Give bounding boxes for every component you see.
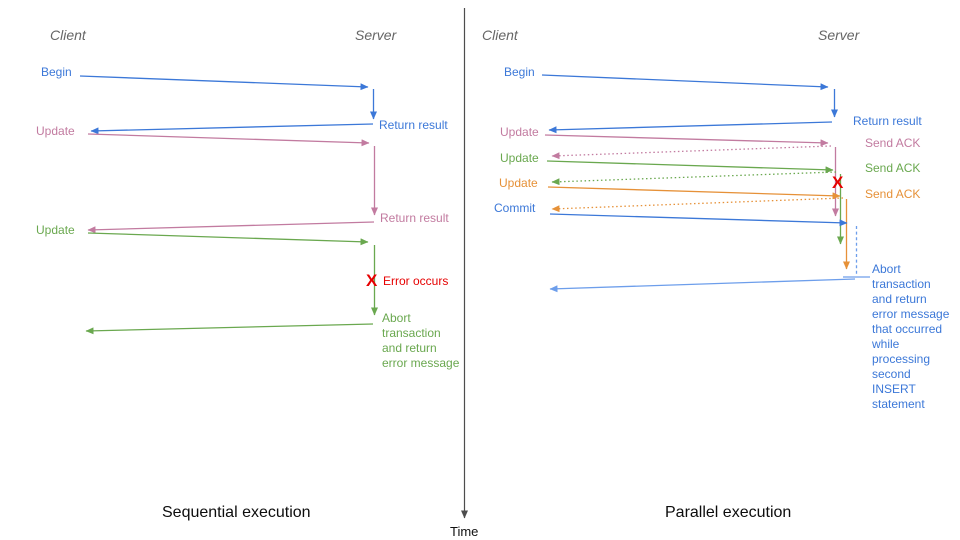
seq-begin-label: Begin [41,65,72,79]
seq-error-label: Error occurs [383,274,449,288]
par-send-ack2-label: Send ACK [865,161,921,175]
time-axis-label: Time [450,524,479,539]
par-abort-note: Abort transaction and return error messa… [872,262,950,411]
par-update1-label: Update [500,125,539,139]
par-send-ack3-label: Send ACK [865,187,921,201]
seq-client-header: Client [50,27,86,43]
seq-abort-note: Abort transaction and return error messa… [382,311,460,370]
par-commit-label: Commit [494,201,536,215]
seq-server-header: Server [355,27,397,43]
par-return-result-label: Return result [853,114,922,128]
par-client-header: Client [482,27,518,43]
seq-title: Sequential execution [162,504,311,521]
par-begin-flow [541,74,838,134]
par-update1-flow [544,134,839,217]
seq-begin-flow [79,75,377,135]
seq-update1-flow [87,133,378,234]
par-commit-flow [549,213,870,293]
seq-update2-flow [85,232,378,335]
seq-return-result2-label: Return result [380,211,449,225]
par-begin-label: Begin [504,65,535,79]
par-error-x-icon: X [832,173,844,192]
par-send-ack1-label: Send ACK [865,136,921,150]
seq-update1-label: Update [36,124,75,138]
seq-update2-label: Update [36,223,75,237]
seq-return-result1-label: Return result [379,118,448,132]
par-update3-flow [547,186,850,270]
par-update2-label: Update [500,151,539,165]
par-server-header: Server [818,27,860,43]
par-update2-flow [546,160,844,245]
par-title: Parallel execution [665,504,792,521]
par-update3-label: Update [499,176,538,190]
seq-error-x-icon: X [366,271,378,290]
